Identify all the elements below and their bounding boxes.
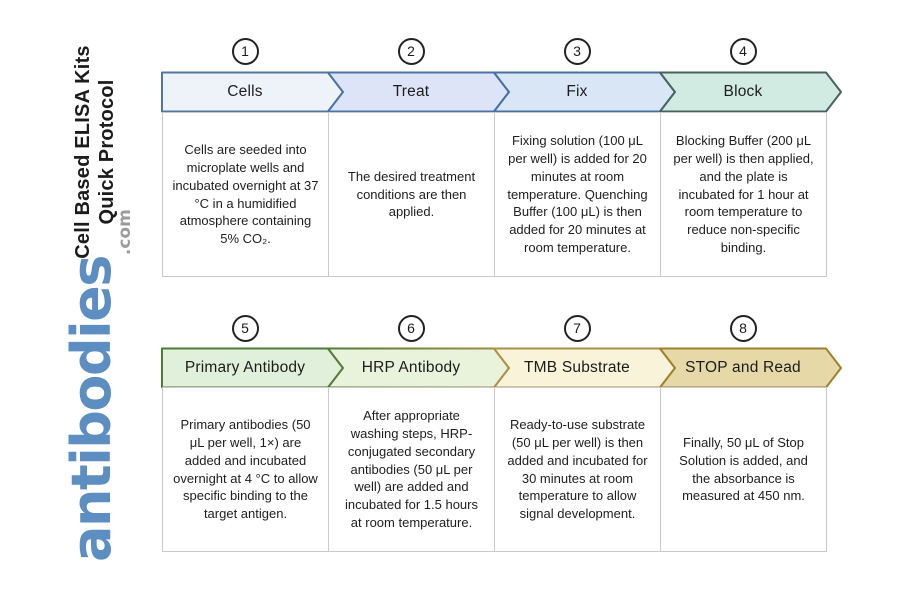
step-header-hrp-antibody: HRP Antibody [361,359,461,376]
arrow-band-row2 [161,347,842,389]
arrow-band-row1 [161,71,842,113]
step-number-circle-6: 6 [397,314,425,342]
step-description-box-6: After appropriate washing steps, HRP-con… [328,387,495,552]
step-description-box-1: Cells are seeded into microplate wells a… [162,112,329,277]
step-header-treat: Treat [392,83,430,100]
step-description-box-4: Blocking Buffer (200 μL per well) is the… [660,112,827,277]
step-description-4: Blocking Buffer (200 μL per well) is the… [673,132,814,256]
step-description-1: Cells are seeded into microplate wells a… [172,141,319,247]
step-number-1: 1 [241,43,249,59]
step-number-circle-2: 2 [397,37,425,65]
step-description-box-2: The desired treatment conditions are the… [328,112,495,277]
step-number-circle-7: 7 [563,314,591,342]
step-header-fix: Fix [566,83,588,100]
step-number-7: 7 [573,320,581,336]
step-description-box-3: Fixing solution (100 μL per well) is add… [494,112,661,277]
step-header-primary-antibody: Primary Antibody [184,359,306,376]
step-number-circle-3: 3 [563,37,591,65]
step-number-6: 6 [407,320,415,336]
step-description-6: After appropriate washing steps, HRP-con… [345,407,478,531]
step-description-7: Ready-to-use substrate (50 μL per well) … [507,416,648,522]
page-title-line1: Cell Based ELISA Kits [72,45,94,259]
step-header-cells: Cells [227,83,263,100]
step-header-block: Block [723,83,763,100]
step-number-circle-5: 5 [231,314,259,342]
step-description-3: Fixing solution (100 μL per well) is add… [507,132,648,256]
step-description-box-5: Primary antibodies (50 μL per well, 1×) … [162,387,329,552]
step-number-circle-8: 8 [729,314,757,342]
step-number-circle-1: 1 [231,37,259,65]
step-description-8: Finally, 50 μL of Stop Solution is added… [679,434,808,504]
step-number-5: 5 [241,320,249,336]
step-description-box-7: Ready-to-use substrate (50 μL per well) … [494,387,661,552]
step-number-3: 3 [573,43,581,59]
brand-logo: antibodies.com [55,209,135,562]
step-description-5: Primary antibodies (50 μL per well, 1×) … [173,416,318,522]
step-description-2: The desired treatment conditions are the… [347,168,476,220]
brand-logo-suffix: .com [115,209,135,256]
step-number-2: 2 [407,43,415,59]
step-description-box-8: Finally, 50 μL of Stop Solution is added… [660,387,827,552]
brand-logo-text: antibodies [60,256,123,562]
vertical-page-title: Cell Based ELISA Kits Quick Protocol [71,32,119,272]
arrow-shape-block [659,71,842,113]
step-header-stop-and-read: STOP and Read [685,359,801,376]
step-number-8: 8 [739,320,747,336]
step-number-4: 4 [739,43,747,59]
step-number-circle-4: 4 [729,37,757,65]
step-header-tmb-substrate: TMB Substrate [524,359,630,376]
